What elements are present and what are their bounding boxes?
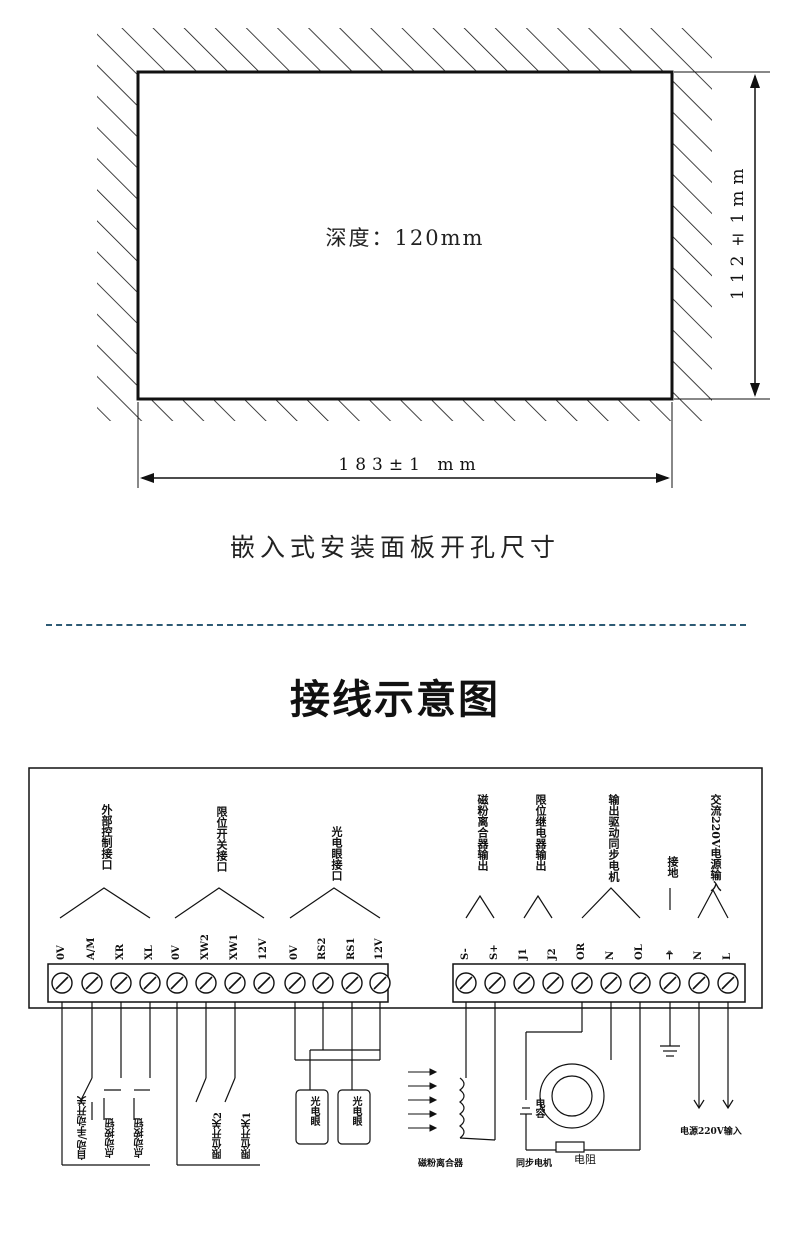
cutout-drawing	[97, 28, 770, 488]
group-label-power-input: 交流220V电源输入	[709, 794, 722, 892]
wiring-title: 接线示意图	[290, 677, 500, 723]
terminal-label: ⏚	[666, 950, 677, 960]
terminal-screw-slot	[546, 976, 560, 990]
terminal-label: RS2	[317, 937, 328, 961]
cutout-rect	[136, 70, 674, 401]
sync-motor-label: 同步电机	[516, 1159, 553, 1169]
terminal-screw-slot	[604, 976, 618, 990]
limit-switch-1-label: 限位开关1	[242, 1112, 253, 1159]
resistor-label: 电阻	[574, 1153, 596, 1166]
terminal-screw-slot	[721, 976, 735, 990]
limit-switch-2-label: 限位开关2	[213, 1112, 224, 1159]
terminal-screw-slot	[692, 976, 706, 990]
clutch-label: 磁粉离合器	[418, 1159, 464, 1169]
terminal-label: J1	[518, 948, 529, 960]
terminal-label: A/M	[86, 937, 97, 960]
terminal-screw-slot	[633, 976, 647, 990]
group-label-ground: 接地	[666, 856, 679, 878]
terminal-screw-slot	[199, 976, 213, 990]
group-label-clutch-output: 磁粉离合器输出	[476, 794, 489, 871]
terminal-label: L	[722, 952, 733, 960]
terminal-label: N	[693, 950, 704, 960]
terminal-label: 0V	[56, 945, 67, 960]
terminal-screw-slot	[488, 976, 502, 990]
wiring-diagram	[28, 767, 763, 1166]
terminal-label: S-	[460, 948, 471, 960]
cutout-caption: 嵌入式安装面板开孔尺寸	[229, 533, 560, 562]
jog-button-1-label: 点动按钮	[106, 1118, 117, 1158]
terminal-screw-slot	[517, 976, 531, 990]
capacitor-label: 电容	[533, 1098, 544, 1118]
terminal-label: J2	[547, 948, 558, 960]
terminal-label: 0V	[289, 945, 300, 960]
terminal-label: N	[605, 950, 616, 960]
terminal-label: XW1	[229, 934, 240, 960]
terminal-screw-slot	[663, 976, 677, 990]
section-divider	[46, 624, 746, 626]
terminal-label: OL	[634, 944, 645, 960]
terminal-screw-slot	[345, 976, 359, 990]
terminal-label: XW2	[200, 934, 211, 960]
group-label-external-control: 外部控制接口	[100, 804, 113, 870]
terminal-screw-slot	[316, 976, 330, 990]
group-label-relay-output: 限位继电器输出	[534, 794, 547, 871]
terminal-label: 12V	[258, 938, 269, 960]
terminal-screw-slot	[459, 976, 473, 990]
terminal-label: XL	[144, 945, 155, 960]
power-input-label: 电源220V输入	[680, 1127, 742, 1137]
terminal-label: OR	[576, 942, 587, 960]
photo-eye-2-label: 光电眼	[350, 1096, 361, 1126]
terminal-screw-slot	[257, 976, 271, 990]
terminal-screw-slot	[85, 976, 99, 990]
terminal-label: 0V	[171, 945, 182, 960]
terminal-screw-slot	[288, 976, 302, 990]
terminal-label: 12V	[374, 938, 385, 960]
width-dimension-label: 183±1 mm	[300, 455, 520, 475]
terminal-screw-slot	[228, 976, 242, 990]
terminal-screw-slot	[373, 976, 387, 990]
depth-label: 深度：120mm	[325, 226, 485, 250]
terminal-screw-slot	[114, 976, 128, 990]
terminal-screw-slot	[143, 976, 157, 990]
terminal-label: RS1	[346, 937, 357, 961]
terminal-screw-slot	[575, 976, 589, 990]
terminal-label: XR	[115, 943, 126, 960]
group-label-limit-switch: 限位开关接口	[215, 806, 228, 872]
terminal-label: S+	[489, 944, 500, 960]
terminal-screw-slot	[170, 976, 184, 990]
terminal-screw-slot	[55, 976, 69, 990]
jog-button-2-label: 点动按钮	[135, 1118, 146, 1158]
group-label-motor-output: 输出驱动同步电机	[607, 794, 620, 882]
photo-eye-1-label: 光电眼	[308, 1096, 319, 1126]
auto-manual-switch-label: 自动/手动开关	[78, 1096, 89, 1160]
group-label-photo-eye: 光电眼接口	[330, 826, 343, 881]
height-dimension-label: 112±1mm	[728, 162, 748, 300]
